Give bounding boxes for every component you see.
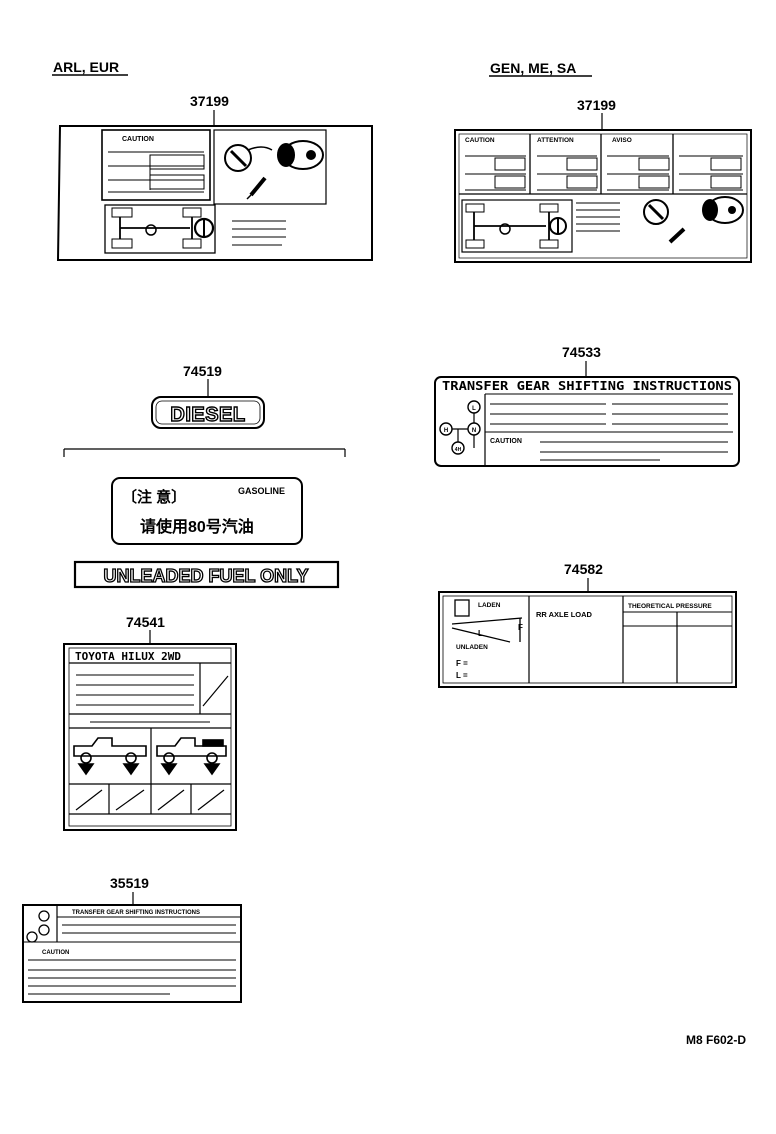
diesel-text: DIESEL bbox=[170, 404, 245, 426]
part-number: 74533 bbox=[562, 344, 601, 360]
load-diagram-icon bbox=[451, 599, 523, 643]
part-number: 35519 bbox=[110, 875, 149, 891]
part-number: 37199 bbox=[190, 93, 229, 109]
hub-icon bbox=[702, 196, 744, 224]
caution-label: CAUTION bbox=[122, 136, 154, 143]
f-equals: F = bbox=[456, 659, 468, 668]
caution-label: CAUTION bbox=[42, 950, 69, 956]
unleaded-fuel-label: UNLEADED FUEL ONLY bbox=[73, 560, 340, 589]
gear-label-h: H bbox=[444, 428, 448, 434]
caution-chinese: 〔注 意〕 bbox=[122, 488, 186, 506]
part-74533: 74533 TRANSFER GEAR SHIFTING INSTRUCTION… bbox=[434, 344, 740, 467]
laden-label: LADEN bbox=[478, 602, 501, 609]
unleaded-text: UNLEADED FUEL ONLY bbox=[103, 566, 308, 586]
diesel-badge bbox=[151, 396, 265, 429]
shift-knob-icon bbox=[643, 199, 669, 225]
truck-icon-left bbox=[73, 737, 147, 776]
fuel-instruction-chinese: 请使用80号汽油 bbox=[140, 517, 254, 536]
region-header-left: ARL, EUR bbox=[53, 59, 119, 75]
gear-label-l: L bbox=[472, 406, 476, 412]
f-marker: F bbox=[518, 623, 523, 632]
l-equals: L = bbox=[456, 671, 468, 680]
part-74519: 74519 DIESEL bbox=[151, 363, 265, 429]
part-number: 74519 bbox=[183, 363, 222, 379]
shift-knob-icon bbox=[224, 144, 273, 172]
gear-label-n: N bbox=[472, 428, 476, 434]
caution-label: CAUTION bbox=[465, 137, 495, 144]
theoretical-pressure-label: THEORETICAL PRESSURE bbox=[628, 603, 712, 610]
shift-pattern-icon: L N H 4H bbox=[439, 400, 481, 455]
unladen-label: UNLADEN bbox=[456, 644, 488, 651]
gear-label-4h: 4H bbox=[455, 447, 462, 453]
part-74541: 74541 TOYOTA HILUX 2WD bbox=[63, 614, 237, 831]
title-text: TRANSFER GEAR SHIFTING INSTRUCTIONS bbox=[72, 910, 200, 916]
part-37199-left: 37199 CAUTION bbox=[56, 93, 373, 261]
aviso-label: AVISO bbox=[612, 137, 632, 144]
chassis-diagram-icon bbox=[104, 204, 216, 254]
part-37199-right: 37199 CAUTION ATTENTION AVISO bbox=[454, 97, 752, 263]
hub-icon bbox=[277, 140, 324, 170]
l-marker: L bbox=[478, 629, 483, 638]
variant-bracket bbox=[63, 448, 346, 457]
truck-icon-right bbox=[156, 737, 227, 776]
gasoline-label: 〔注 意〕 GASOLINE 请使用80号汽油 bbox=[111, 477, 303, 545]
screwdriver-icon bbox=[668, 227, 686, 244]
part-74582: 74582 RR AXLE LOAD THEORETICAL PRESSURE … bbox=[438, 561, 737, 688]
part-number: 74582 bbox=[564, 561, 603, 577]
model-title: TOYOTA HILUX 2WD bbox=[75, 650, 181, 663]
caution-label: CAUTION bbox=[490, 438, 522, 445]
title-text: TRANSFER GEAR SHIFTING INSTRUCTIONS bbox=[442, 379, 732, 393]
part-number: 74541 bbox=[126, 614, 165, 630]
gasoline-text: GASOLINE bbox=[238, 486, 285, 496]
screwdriver-icon bbox=[246, 176, 267, 200]
part-number: 37199 bbox=[577, 97, 616, 113]
chassis-diagram-icon bbox=[461, 199, 573, 253]
footer-code: M8 F602-D bbox=[686, 1033, 746, 1047]
axle-load-label: RR AXLE LOAD bbox=[536, 610, 593, 619]
part-35519: 35519 TRANSFER GEAR SHIFTING INSTRUCTION… bbox=[22, 875, 242, 1003]
attention-label: ATTENTION bbox=[537, 137, 574, 144]
gear-position-icons bbox=[26, 910, 50, 943]
region-header-right: GEN, ME, SA bbox=[490, 60, 576, 76]
